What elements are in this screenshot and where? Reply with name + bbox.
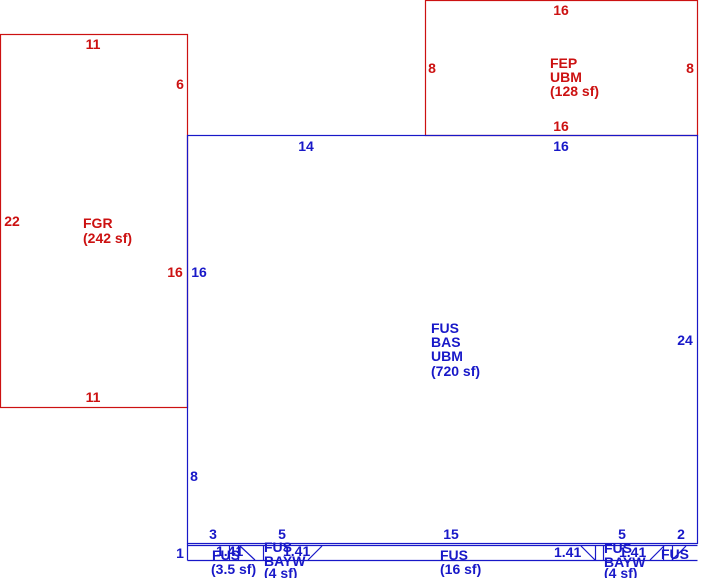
fep-type: UBM (550, 69, 582, 85)
bay-diagonal (671, 545, 687, 561)
dim-strip-2: 2 (677, 526, 685, 542)
dim-fep-right: 8 (686, 60, 694, 76)
dim-fgr-left: 22 (4, 213, 20, 229)
dim-fep-top: 16 (553, 2, 569, 18)
main-area-outline (186, 134, 699, 545)
strip-bay2-size: (4 sf) (604, 565, 637, 578)
main-size: (720 sf) (431, 363, 480, 379)
strip-right-code: FUS (661, 546, 689, 562)
strip-left-size: (3.5 sf) (211, 561, 256, 577)
dim-strip-5a: 5 (278, 526, 286, 542)
fep-code: FEP (550, 55, 577, 71)
strip-bay1-size: (4 sf) (264, 565, 297, 578)
dim-main-top-right: 16 (553, 138, 569, 154)
fgr-size: (242 sf) (83, 230, 132, 246)
dim-strip-1: 1 (176, 545, 184, 561)
dim-strip-5b: 5 (618, 526, 626, 542)
main-type: BAS (431, 334, 461, 350)
dim-fep-left: 8 (428, 60, 436, 76)
strip-bay2-code: FUS (604, 540, 632, 556)
dim-fgr-bottom: 11 (86, 389, 101, 405)
bay-diagonal (307, 545, 323, 561)
bay-diagonal (649, 545, 665, 561)
dim-diag-b: 1.41 (283, 543, 310, 559)
strip-mid-code: FUS (440, 547, 468, 563)
dim-strip-15: 15 (443, 526, 459, 542)
dim-fgr-top: 11 (86, 36, 101, 52)
fep-size: (128 sf) (550, 83, 599, 99)
dim-fep-bottom: 16 (553, 118, 569, 134)
bay-diagonal (580, 545, 596, 561)
strip-mid-size: (16 sf) (440, 561, 481, 577)
bay-diagonal (239, 545, 256, 561)
strip-left-code: FUS (212, 547, 240, 563)
fgr-code: FGR (83, 215, 113, 231)
dim-diag-c: 1.41 (554, 544, 581, 560)
dim-fgr-right: 16 (167, 264, 183, 280)
dim-main-left-lower: 8 (190, 468, 198, 484)
strip-bay2-type: BAYW (604, 554, 646, 570)
dim-diag-a: 1.41 (216, 543, 243, 559)
strip-bay1-type: BAYW (264, 553, 306, 569)
main-code: FUS (431, 320, 459, 336)
dim-diag-d: 1.41 (619, 544, 646, 560)
dim-main-left-upper: 16 (191, 264, 207, 280)
main-sub: UBM (431, 348, 463, 364)
strip-bay1-code: FUS (264, 539, 292, 555)
dim-fgr-right-upper: 6 (176, 76, 184, 92)
dim-strip-3: 3 (209, 526, 217, 542)
dim-main-right: 24 (677, 332, 693, 348)
dim-main-top-left: 14 (298, 138, 314, 154)
